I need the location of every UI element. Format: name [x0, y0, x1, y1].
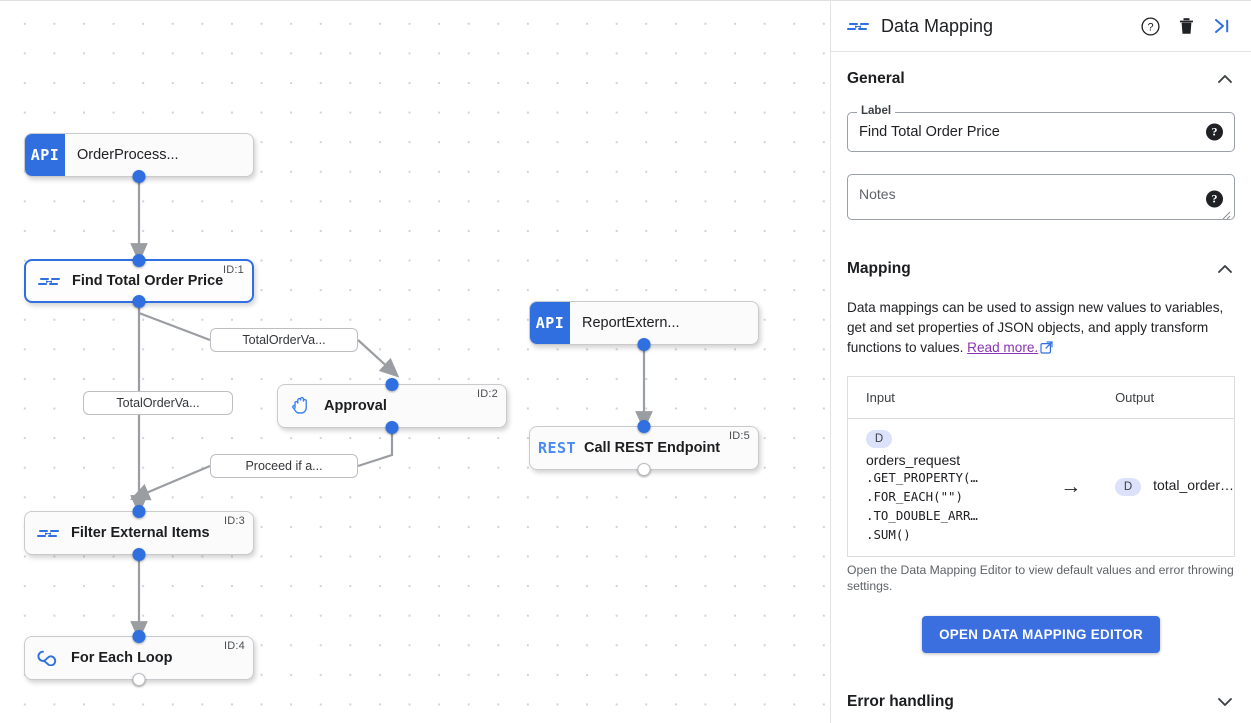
node-find-total-order-price[interactable]: Find Total Order Price ID:1	[24, 254, 254, 308]
edge-label[interactable]: TotalOrderVa...	[83, 391, 233, 415]
label-field[interactable]: Label Find Total Order Price ?	[847, 105, 1235, 152]
node-output-port[interactable]	[132, 548, 146, 561]
mapping-input-cell[interactable]: D orders_request .GET_PROPERTY(… .FOR_EA…	[848, 419, 1045, 557]
svg-text:?: ?	[1147, 21, 1153, 33]
data-mapping-icon	[843, 17, 873, 35]
section-error-handling-header[interactable]: Error handling	[847, 675, 1235, 723]
node-for-each-loop[interactable]: For Each Loop ID:4	[24, 630, 254, 686]
chevron-up-icon[interactable]	[1215, 69, 1235, 89]
data-mapping-icon	[26, 272, 72, 290]
trash-icon[interactable]	[1171, 11, 1201, 41]
edge-layer	[129, 178, 653, 641]
input-variable-name: orders_request	[866, 452, 961, 468]
edge-label[interactable]: TotalOrderVa...	[210, 328, 358, 352]
mapping-table-note: Open the Data Mapping Editor to view def…	[847, 563, 1234, 593]
open-data-mapping-editor-button[interactable]: OPEN DATA MAPPING EDITOR	[922, 616, 1160, 653]
label-field-value: Find Total Order Price	[859, 124, 1000, 140]
api-badge-icon: API	[25, 134, 65, 176]
column-header-input: Input	[847, 376, 1098, 419]
workflow-canvas[interactable]: API OrderProcess... Find Total Order Pri…	[0, 0, 830, 723]
hand-icon	[278, 395, 324, 417]
node-label: ReportExtern...	[582, 315, 680, 331]
section-title: Error handling	[847, 693, 954, 710]
node-id-tag: ID:4	[224, 640, 245, 652]
node-output-port[interactable]	[132, 295, 146, 308]
mapping-table: Input Output D orders_request .GET_PROPE…	[847, 376, 1235, 557]
edge-label[interactable]: Proceed if a...	[210, 454, 358, 478]
node-output-port[interactable]	[385, 421, 399, 434]
collapse-panel-icon[interactable]	[1207, 11, 1237, 41]
node-call-rest-endpoint[interactable]: REST Call REST Endpoint ID:5	[529, 420, 759, 476]
properties-panel: Data Mapping ?	[830, 0, 1251, 723]
node-input-port[interactable]	[132, 254, 146, 267]
panel-header: Data Mapping ?	[831, 0, 1251, 52]
mapping-button-row: OPEN DATA MAPPING EDITOR	[847, 616, 1235, 675]
node-approval[interactable]: Approval ID:2	[277, 378, 507, 434]
data-mapping-icon	[25, 524, 71, 542]
section-title: Mapping	[847, 260, 911, 277]
help-circle-icon[interactable]: ?	[1135, 11, 1165, 41]
node-label: Find Total Order Price	[72, 273, 224, 289]
mapping-description-text: Data mappings can be used to assign new …	[847, 300, 1224, 355]
section-title: General	[847, 70, 905, 87]
column-header-output: Output	[1097, 376, 1235, 419]
output-type-badge: D	[1115, 478, 1142, 496]
node-label: Filter External Items	[71, 525, 210, 541]
node-output-port[interactable]	[132, 673, 146, 686]
table-row[interactable]: D orders_request .GET_PROPERTY(… .FOR_EA…	[848, 419, 1235, 557]
mapping-description: Data mappings can be used to assign new …	[847, 298, 1235, 360]
chevron-up-icon[interactable]	[1215, 259, 1235, 279]
node-orderprocess[interactable]: API OrderProcess...	[24, 133, 254, 183]
node-label: Approval	[324, 398, 387, 414]
resize-handle-icon[interactable]	[1221, 207, 1231, 220]
loop-icon	[25, 650, 71, 666]
chevron-down-icon[interactable]	[1215, 692, 1235, 712]
node-output-port[interactable]	[637, 338, 651, 351]
node-input-port[interactable]	[132, 505, 146, 518]
read-more-link[interactable]: Read more.	[967, 340, 1039, 355]
input-function-chain: .GET_PROPERTY(… .FOR_EACH("") .TO_DOUBLE…	[866, 470, 978, 542]
node-output-port[interactable]	[637, 463, 651, 476]
external-link-icon[interactable]	[1040, 340, 1053, 360]
node-label: Call REST Endpoint	[584, 440, 721, 456]
node-id-tag: ID:5	[729, 430, 750, 442]
node-id-tag: ID:1	[223, 264, 244, 276]
section-mapping-header[interactable]: Mapping	[847, 242, 1235, 296]
help-icon[interactable]: ?	[1206, 190, 1223, 208]
node-filter-external-items[interactable]: Filter External Items ID:3	[24, 505, 254, 561]
section-mapping: Mapping Data mappings can be used to ass…	[831, 242, 1251, 675]
notes-field[interactable]: Notes ?	[847, 174, 1235, 220]
mapping-arrow-icon: →	[1060, 474, 1082, 498]
panel-title: Data Mapping	[881, 15, 994, 36]
node-id-tag: ID:3	[224, 515, 245, 527]
node-input-port[interactable]	[385, 378, 399, 391]
node-reportextern[interactable]: API ReportExtern...	[529, 301, 759, 351]
section-general-header[interactable]: General	[847, 52, 1235, 106]
section-error-handling: Error handling	[831, 675, 1251, 723]
notes-placeholder: Notes	[859, 186, 896, 202]
node-input-port[interactable]	[637, 420, 651, 433]
node-output-port[interactable]	[132, 170, 146, 183]
help-icon[interactable]: ?	[1206, 123, 1223, 141]
output-variable-name: total_order…	[1153, 477, 1234, 493]
rest-badge-icon: REST	[537, 439, 577, 457]
node-input-port[interactable]	[132, 630, 146, 643]
table-header-row: Input Output	[847, 376, 1235, 419]
node-id-tag: ID:2	[477, 388, 498, 400]
input-type-badge: D	[866, 430, 892, 448]
section-general: General Label Find Total Order Price ? N…	[831, 52, 1251, 242]
api-badge-icon: API	[530, 302, 570, 344]
node-label: For Each Loop	[71, 650, 173, 666]
node-label: OrderProcess...	[77, 147, 179, 163]
label-field-legend: Label	[857, 105, 896, 117]
